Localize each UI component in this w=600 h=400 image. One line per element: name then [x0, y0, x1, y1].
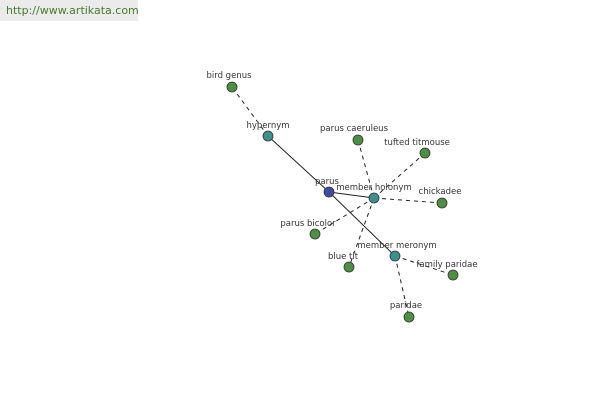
node-label-tufted-titmouse[interactable]: tufted titmouse [384, 138, 450, 148]
edge-parus-member-holonym [328, 191, 375, 199]
node-family-paridae[interactable] [447, 269, 459, 281]
node-parus[interactable] [323, 186, 335, 198]
nodes-layer [226, 81, 459, 323]
node-label-paridae[interactable]: paridae [390, 301, 422, 311]
node-label-parus-caeruleus[interactable]: parus caeruleus [320, 124, 389, 134]
node-blue-tit[interactable] [343, 261, 355, 273]
node-chickadee[interactable] [436, 197, 448, 209]
edge-hypernym-bird-genus [231, 86, 269, 137]
node-parus-caeruleus[interactable] [352, 134, 364, 146]
source-url-link[interactable]: http://www.artikata.com [6, 4, 139, 17]
edge-member-holonym-parus-caeruleus [357, 139, 375, 199]
node-label-blue-tit[interactable]: blue tit [328, 252, 359, 262]
node-hypernym[interactable] [262, 130, 274, 142]
node-label-member-meronym[interactable]: member meronym [357, 241, 436, 251]
labels-layer: parus hypernym member holonym member merony… [206, 71, 477, 311]
edges-layer [231, 86, 454, 318]
source-url-bar: http://www.artikata.com [0, 0, 139, 21]
node-bird-genus[interactable] [226, 81, 238, 93]
edge-member-holonym-parus-bicolor [314, 197, 375, 235]
node-tufted-titmouse[interactable] [419, 147, 431, 159]
node-paridae[interactable] [403, 311, 415, 323]
edge-member-holonym-tufted-titmouse [373, 152, 426, 199]
node-member-holonym[interactable] [368, 192, 380, 204]
node-label-hypernym[interactable]: hypernym [246, 121, 289, 131]
edge-member-meronym-paridae [394, 255, 410, 318]
node-member-meronym[interactable] [389, 250, 401, 262]
node-label-chickadee[interactable]: chickadee [419, 187, 462, 197]
edge-parus-member-meronym [328, 191, 396, 257]
edge-member-holonym-chickadee [373, 197, 443, 204]
node-label-member-holonym[interactable]: member holonym [336, 183, 411, 193]
edge-parus-hypernym [267, 135, 330, 193]
node-label-bird-genus[interactable]: bird genus [206, 71, 252, 81]
node-parus-bicolor[interactable] [309, 228, 321, 240]
node-label-family-paridae[interactable]: family paridae [416, 260, 477, 270]
node-label-parus-bicolor[interactable]: parus bicolor [280, 219, 336, 229]
edge-member-meronym-family-paridae [394, 255, 454, 276]
node-label-parus[interactable]: parus [315, 177, 339, 187]
